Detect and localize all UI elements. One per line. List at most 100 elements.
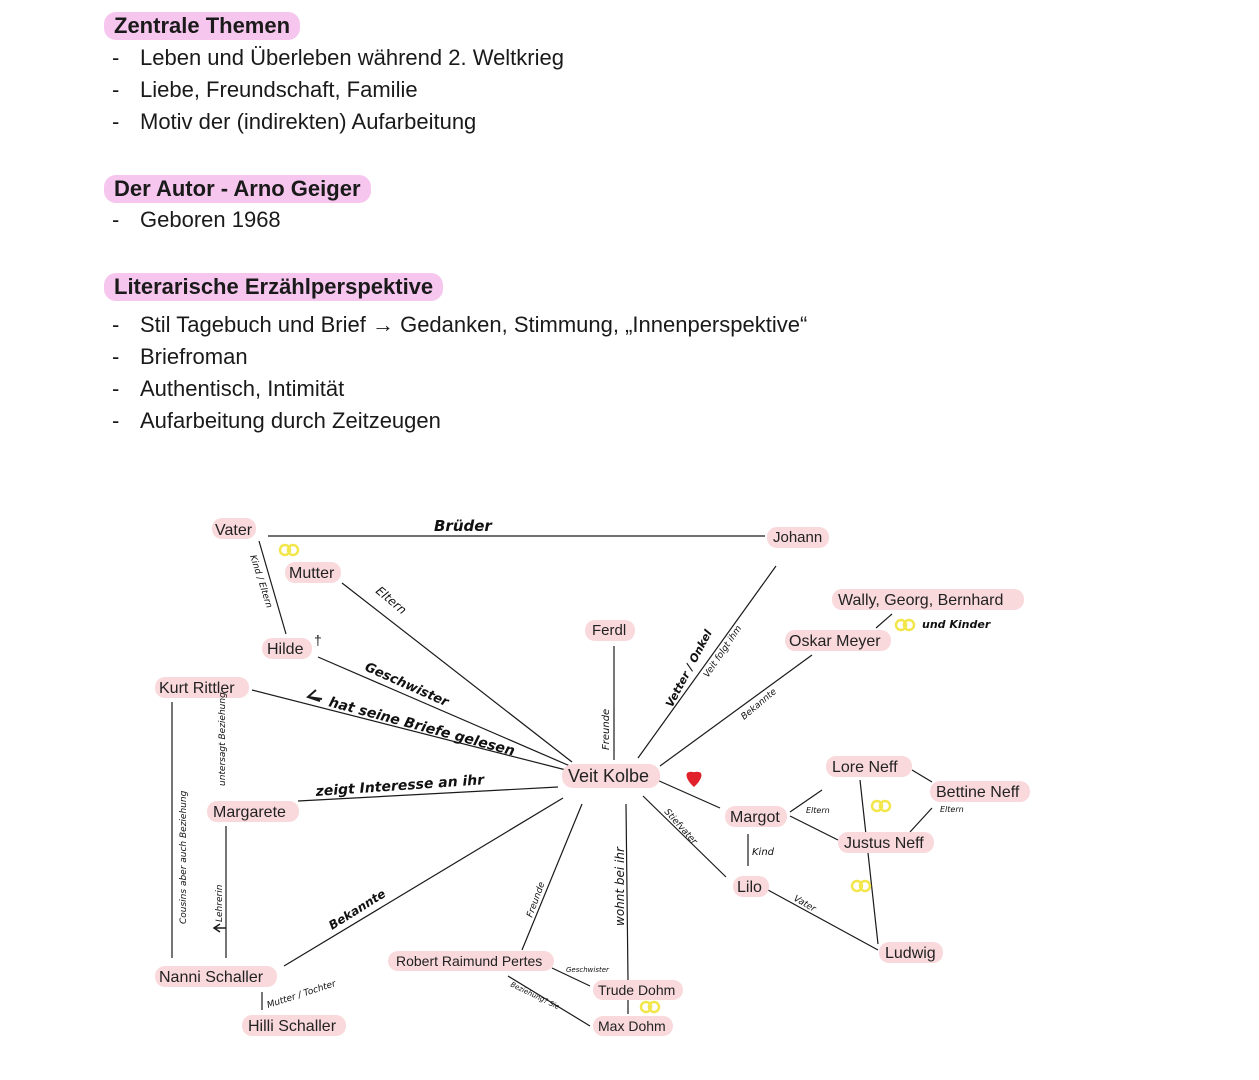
line-lore-ludwig [859,779,879,945]
node-lore: Lore Neff [832,759,898,776]
node-highlight [826,756,912,777]
death-mark: † [314,632,322,648]
label-freunde-ferdl: Freunde [601,709,612,750]
label-und-kinder: und Kinder [922,618,991,631]
node-highlight [242,1015,346,1036]
line-margot-lore [789,789,823,813]
node-highlight [725,806,787,827]
list-item: Geboren 1968 [112,204,281,236]
list-item: Aufarbeitung durch Zeitzeugen [112,405,807,437]
node-highlight [155,966,277,987]
node-highlight [593,1016,673,1036]
node-highlight [838,832,934,853]
line-vater-hilde [258,540,287,635]
line-oskar-veit [659,654,813,767]
node-veit: Veit Kolbe [568,766,649,786]
line-veit-robert [521,803,583,951]
perspective-list: Stil Tagebuch und Brief → Gedanken, Stim… [112,309,807,437]
relation-lines [171,535,933,1027]
line-kurt-veit [251,689,567,771]
line-lore-bettine [911,769,933,783]
node-hilli: Hilli Schaller [248,1018,337,1035]
label-lehrerin: Lehrerin [215,884,225,922]
rings-icon [639,1000,661,1014]
node-highlight [832,589,1024,610]
line-lilo-ludwig [767,889,879,951]
arrow-icon [212,923,226,933]
line-veit-trude [625,803,629,981]
node-oskar: Oskar Meyer [789,633,881,650]
label-wohnt: wohnt bei ihr [613,846,627,926]
line-robert-max [507,975,591,1027]
node-highlight [767,527,829,548]
rings-icon [894,618,916,632]
node-margarete: Margarete [213,804,286,821]
node-robert: Robert Raimund Pertes [396,953,542,969]
label-kind-eltern: Kind / Eltern [247,554,274,610]
line-nanni-veit [283,797,564,967]
node-highlight [785,630,891,651]
node-highlight [155,677,249,698]
label-kind: Kind [752,847,775,858]
node-highlight [733,876,769,897]
node-margot: Margot [730,809,780,826]
label-brueder: Brüder [434,517,493,535]
line-justus-bettine [909,807,933,833]
line-margot-justus [789,815,839,841]
heading-perspective: Literarische Erzählperspektive [104,273,444,301]
node-trude: Trude Dohm [598,982,675,998]
line-johann-veit [637,565,777,759]
heading-themes: Zentrale Themen [104,12,301,40]
node-highlight [585,620,635,641]
rings-icon [870,799,892,813]
line-hilde-veit [317,656,571,767]
label-briefe: hat seine Briefe gelesen [327,694,517,759]
author-list: Geboren 1968 [112,204,281,236]
node-highlight [388,951,554,971]
list-item: Liebe, Freundschaft, Familie [112,74,564,106]
node-justus: Justus Neff [844,835,924,852]
themes-list: Leben und Überleben während 2. Weltkrieg… [112,42,564,138]
line-mutter-veit [341,582,573,763]
node-ferdl: Ferdl [592,622,626,639]
label-geschwister-trude: Geschwister [566,966,610,974]
node-nanni: Nanni Schaller [159,969,264,986]
label-vater-lilo: Vater [792,894,819,915]
list-item: Stil Tagebuch und Brief → Gedanken, Stim… [112,309,807,341]
line-veit-lilo [642,795,727,878]
label-stiefvater: Stiefvater [662,807,700,847]
label-eltern-margot: Eltern [806,806,830,815]
node-bettine: Bettine Neff [936,784,1020,801]
label-untersagt: untersagt Beziehung [218,692,228,786]
list-item: Authentisch, Intimität [112,373,807,405]
node-vater: Vater [215,522,253,539]
rings-icon [850,879,872,893]
node-wally: Wally, Georg, Bernhard [838,592,1003,609]
line-margarete-veit [297,786,559,802]
node-johann: Johann [773,529,822,546]
node-highlight [207,801,299,822]
label-mutter-tochter: Mutter / Tochter [266,979,339,1011]
list-item: Motiv der (indirekten) Aufarbeitung [112,106,564,138]
list-item: Leben und Überleben während 2. Weltkrieg [112,42,564,74]
label-cousins: Cousins aber auch Beziehung [179,790,189,924]
node-highlight [879,942,943,963]
rings-icon [278,543,300,557]
line-robert-trude [551,967,591,987]
line-oskar-wally [875,613,893,629]
node-highlight [212,518,256,539]
heading-author: Der Autor - Arno Geiger [104,175,371,203]
node-highlight [593,980,683,1000]
node-lilo: Lilo [737,879,762,896]
node-ludwig: Ludwig [885,945,936,962]
arrow-icon [306,689,323,702]
node-highlight [930,781,1030,802]
label-bekannte-oskar: Bekannte [740,687,780,723]
label-freunde-robert: Freunde [525,880,547,919]
label-beziehung-max: Beziehung? Sie [509,981,561,1012]
heart-icon [686,772,702,787]
node-hilde: Hilde [267,641,304,658]
node-kurt: Kurt Rittler [159,680,235,697]
node-highlight [262,638,312,659]
